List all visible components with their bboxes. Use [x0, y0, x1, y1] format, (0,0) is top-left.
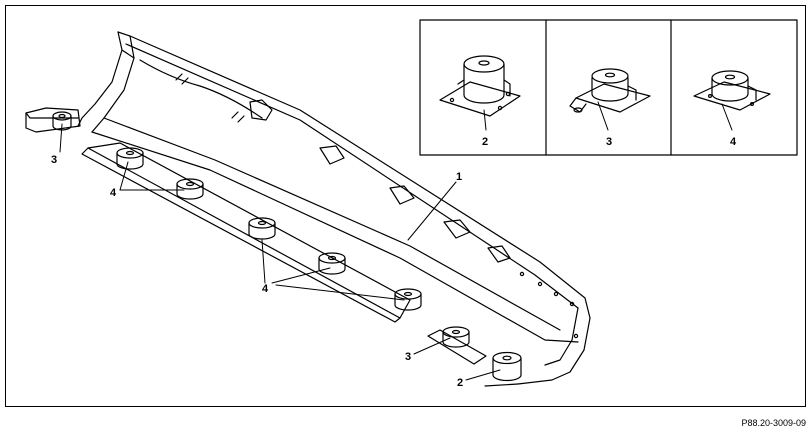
callout-mount-right-3: 3	[405, 351, 411, 363]
drawing-frame	[5, 5, 806, 407]
mount-row	[116, 147, 422, 311]
reference-code: P88.20-3009-09	[741, 418, 806, 428]
right-end-mounts	[427, 326, 522, 382]
mount-variant-3	[569, 68, 651, 131]
callouts: 1 3 4 4 3 2 2 3 4	[51, 136, 737, 389]
leader-lines	[59, 123, 501, 381]
rubber-mount	[442, 326, 470, 348]
left-end-bracket	[25, 107, 81, 133]
rubber-mount	[394, 288, 422, 311]
callout-mount-right-2: 2	[457, 377, 463, 389]
mount-variant-2	[439, 55, 521, 131]
callout-left-bracket: 3	[51, 154, 57, 166]
panel-1	[77, 31, 591, 387]
rubber-mount	[318, 252, 346, 275]
callout-inset-2: 2	[482, 136, 488, 148]
callout-inset-3: 3	[606, 136, 612, 148]
rubber-mount	[116, 147, 144, 170]
callout-mount-center: 4	[262, 283, 269, 295]
rubber-mount	[492, 351, 522, 382]
callout-inset-4: 4	[730, 136, 737, 148]
callout-panel: 1	[456, 171, 462, 183]
rubber-mount	[176, 178, 204, 200]
rubber-mount	[248, 217, 276, 240]
detail-inset	[419, 19, 798, 156]
callout-mount-left: 4	[110, 187, 117, 199]
mount-variant-4	[693, 70, 771, 131]
